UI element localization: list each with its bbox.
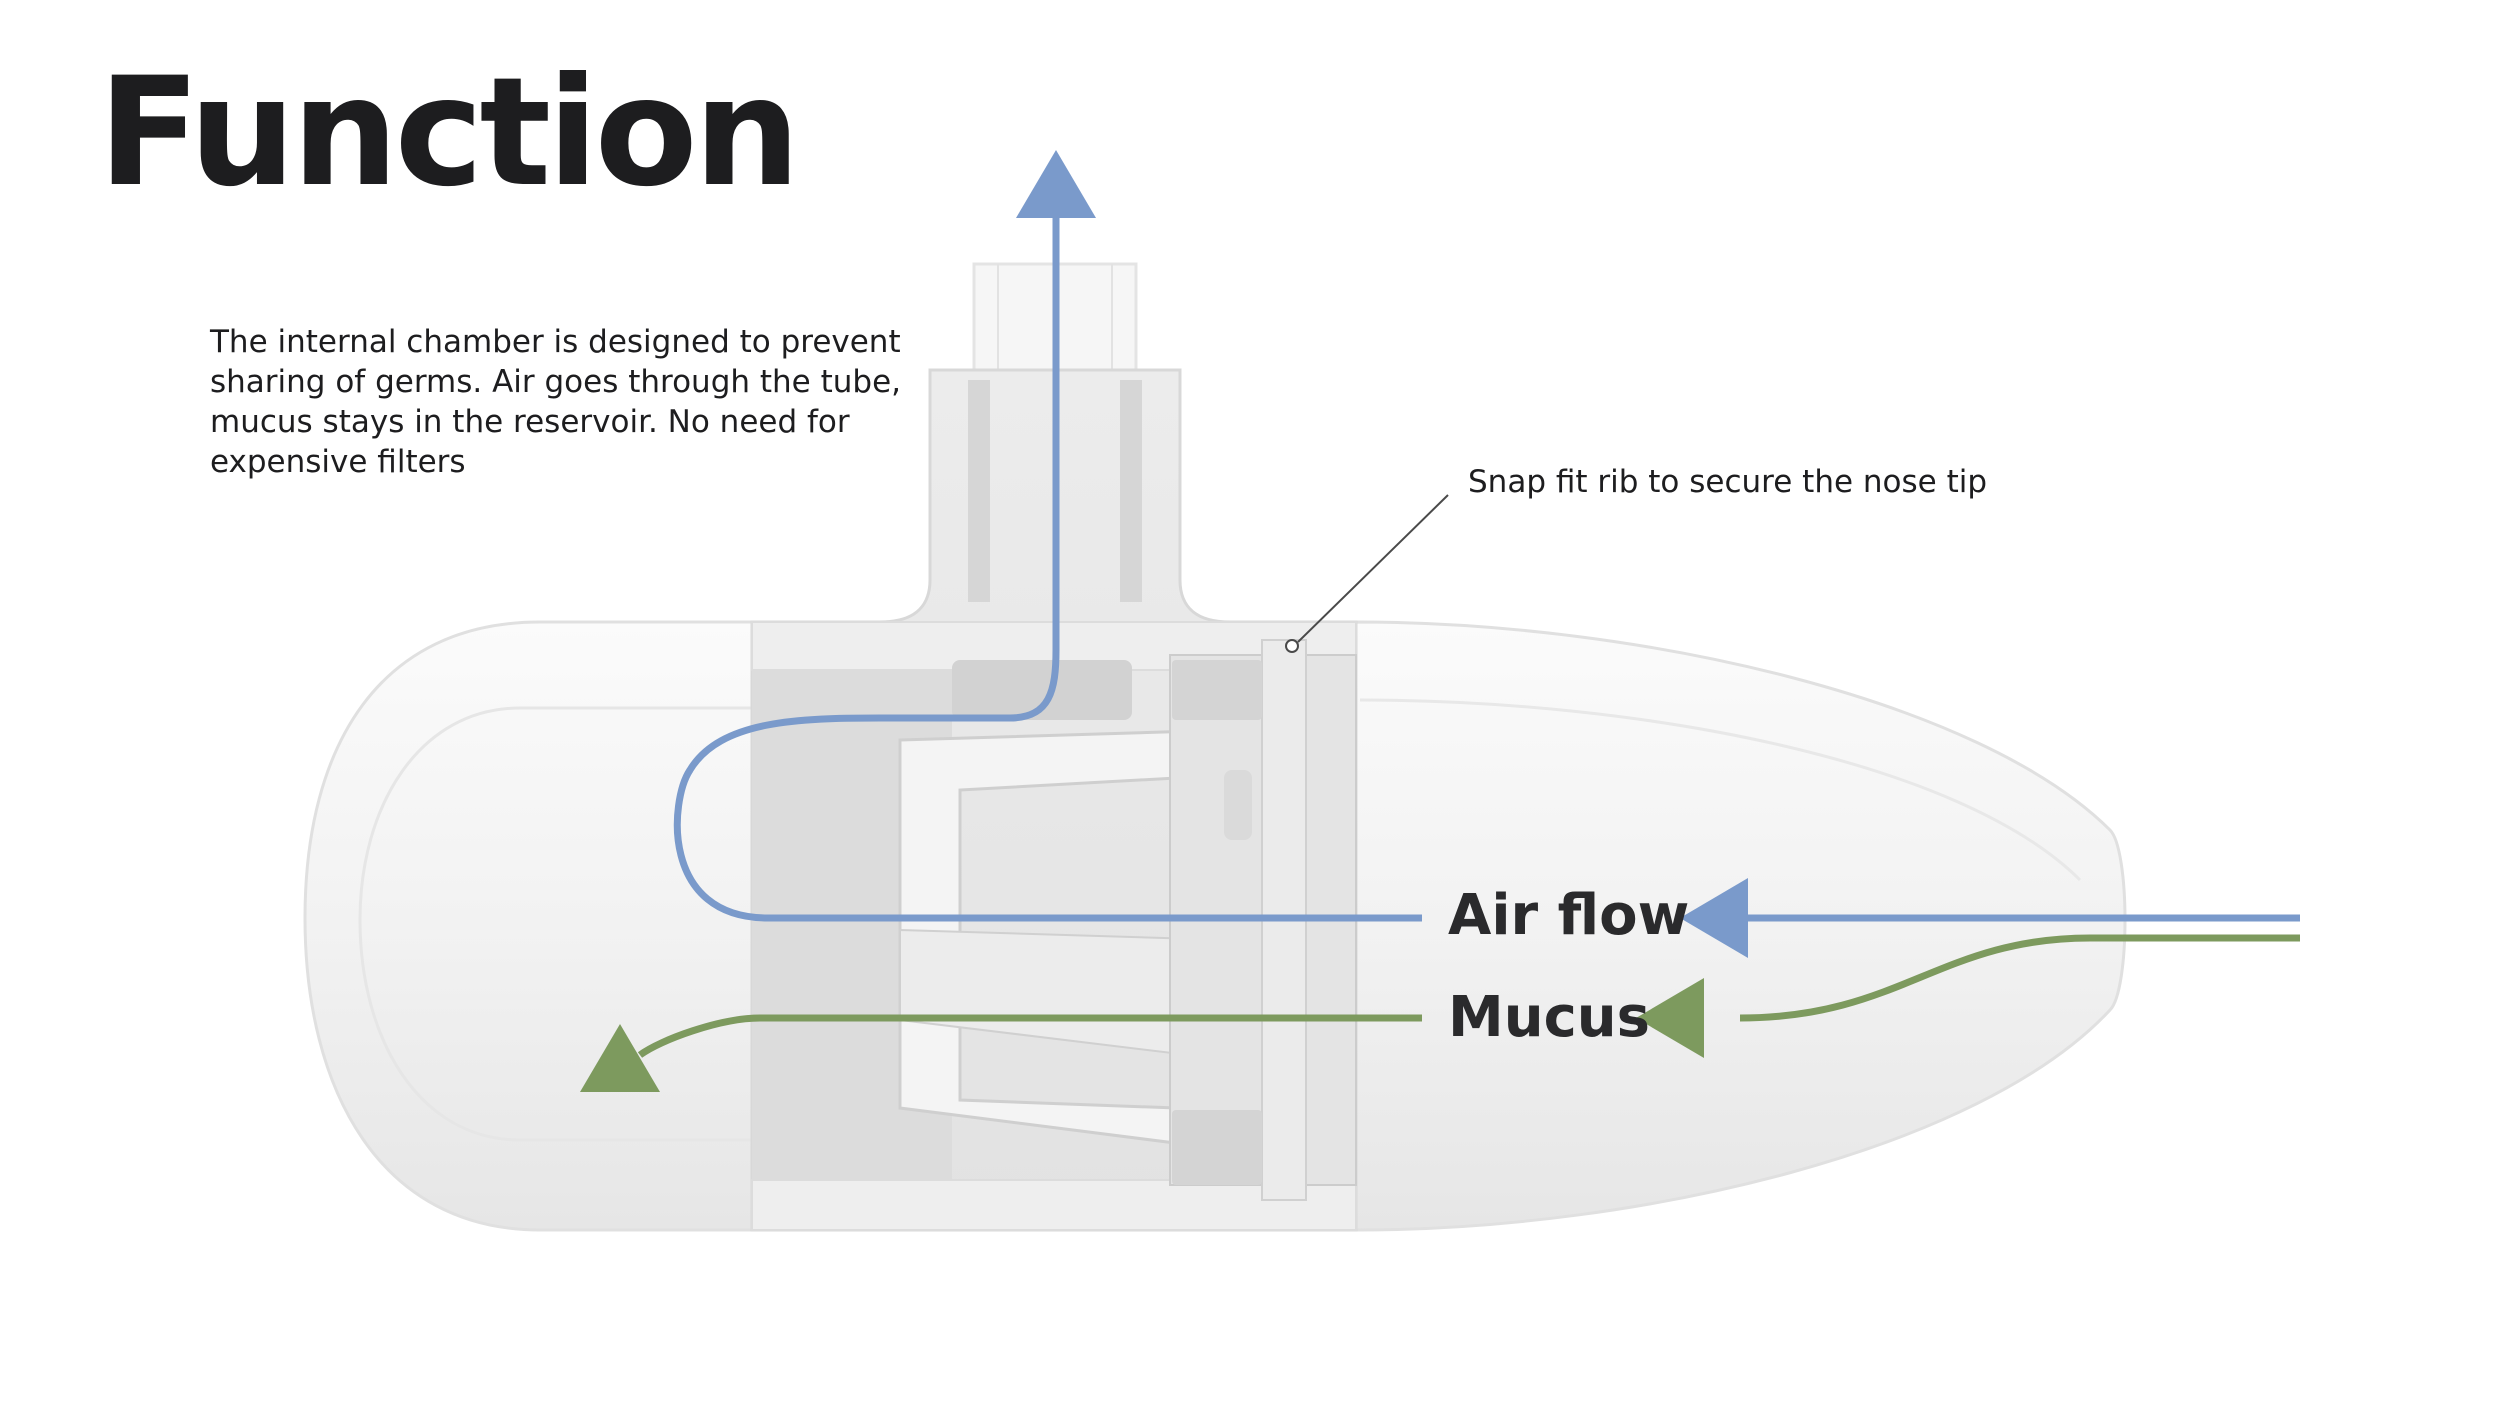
- airflow-exit-arrowhead: [1016, 150, 1096, 218]
- airflow-label: Air flow: [1448, 883, 1690, 948]
- mucus-label: Mucus: [1448, 985, 1650, 1050]
- chamber-description: The internal chamber is designed to prev…: [210, 324, 902, 480]
- airflow-path: [673, 150, 2300, 958]
- snap-fit-rib-callout: Snap fit rib to secure the nose tip: [1468, 464, 1988, 500]
- mucus-entry-arrowhead: [1636, 978, 1704, 1058]
- reservoir-cap: [303, 620, 762, 1232]
- callout-leader: [1285, 494, 1449, 653]
- airflow-entry-arrowhead: [1680, 878, 1748, 958]
- page-title: Function: [98, 46, 800, 220]
- mucus-path: [580, 934, 2300, 1092]
- mucus-reservoir-arrowhead: [580, 1024, 660, 1092]
